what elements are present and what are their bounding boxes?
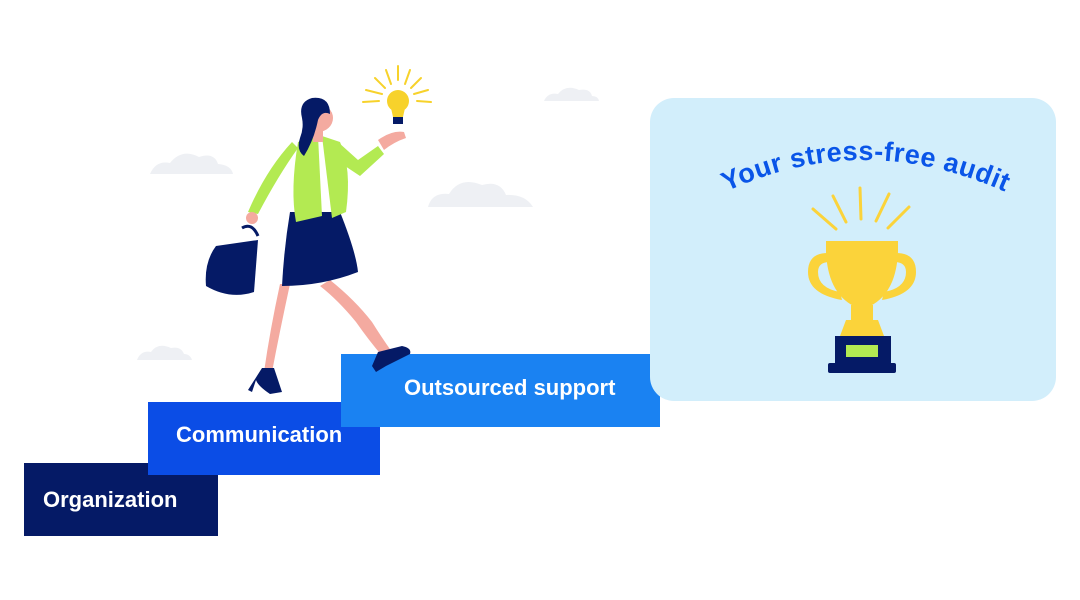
step-outsourced-support: Outsourced support bbox=[341, 354, 660, 427]
cloud-icon bbox=[428, 182, 533, 207]
cloud-icon bbox=[137, 345, 192, 360]
step-label: Communication bbox=[176, 421, 343, 447]
step-organization: Organization bbox=[24, 463, 218, 536]
cloud-icon bbox=[150, 153, 233, 174]
cloud-icon bbox=[544, 87, 599, 101]
step-label: Organization bbox=[43, 486, 178, 512]
step-label: Outsourced support bbox=[404, 374, 616, 400]
